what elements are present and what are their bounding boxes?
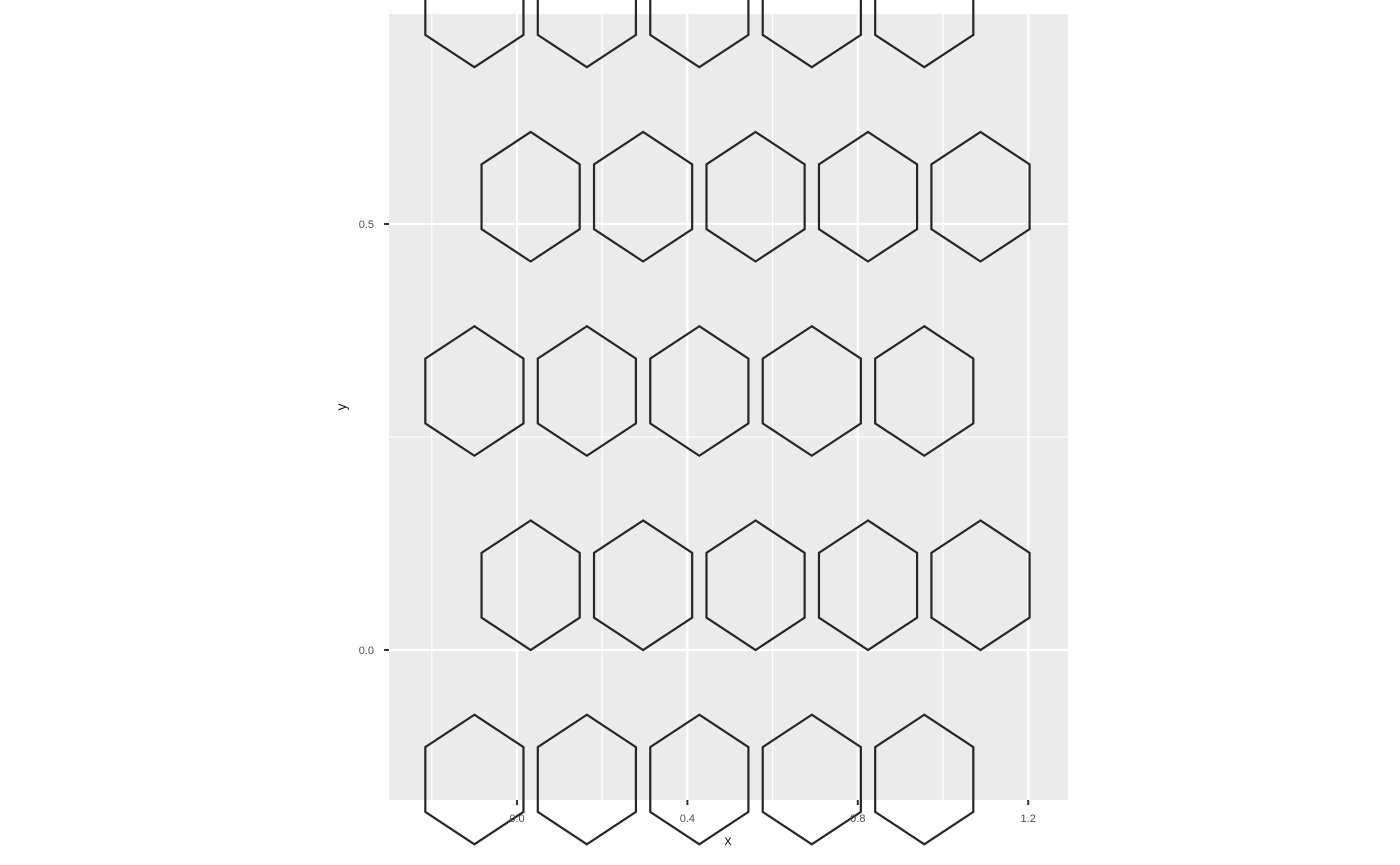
hexagon-5 [874, 713, 975, 846]
hexagon-7 [592, 519, 694, 652]
x-tick-label: 0.8 [850, 813, 865, 825]
hexagon-14 [761, 324, 862, 458]
plot-panel [389, 14, 1068, 800]
hexagon-16 [480, 130, 581, 263]
major-gridlines [389, 14, 1068, 800]
hexagon-6 [480, 519, 581, 652]
hexagon-25 [874, 0, 975, 69]
y-tick-label: 0.0 [359, 645, 374, 657]
hexagon-8 [705, 519, 806, 652]
y-axis: 0.00.51.0 [359, 219, 389, 657]
hexagon-21 [424, 0, 525, 69]
hexagon-11 [424, 324, 525, 458]
hexagon-23 [649, 0, 750, 69]
hexagon-12 [536, 324, 638, 458]
x-tick-label: 1.2 [1021, 813, 1036, 825]
hexagon-9 [817, 519, 919, 652]
hexagon-18 [705, 130, 806, 263]
hexagon-22 [536, 0, 638, 69]
x-tick-label: 0.4 [680, 813, 695, 825]
x-axis-title: x [725, 832, 732, 848]
hexagon-13 [649, 324, 750, 458]
y-tick-label: 0.5 [359, 219, 374, 231]
hexagon-24 [761, 0, 862, 69]
x-tick-label: 0.0 [509, 813, 524, 825]
hexagon-1 [424, 713, 525, 846]
hexagon-4 [761, 713, 862, 846]
hexagon-2 [536, 713, 638, 846]
hexagon-20 [930, 130, 1031, 263]
y-axis-title: y [333, 404, 349, 411]
hexagon-10 [930, 519, 1031, 652]
hexagon-15 [874, 324, 975, 458]
hexagon-17 [592, 130, 694, 263]
x-axis: 0.0 0.4 0.8 1.2 [509, 800, 1036, 825]
hexagon-3 [649, 713, 750, 846]
hexagon-19 [817, 130, 919, 263]
hexagon-layer [424, 0, 1031, 846]
